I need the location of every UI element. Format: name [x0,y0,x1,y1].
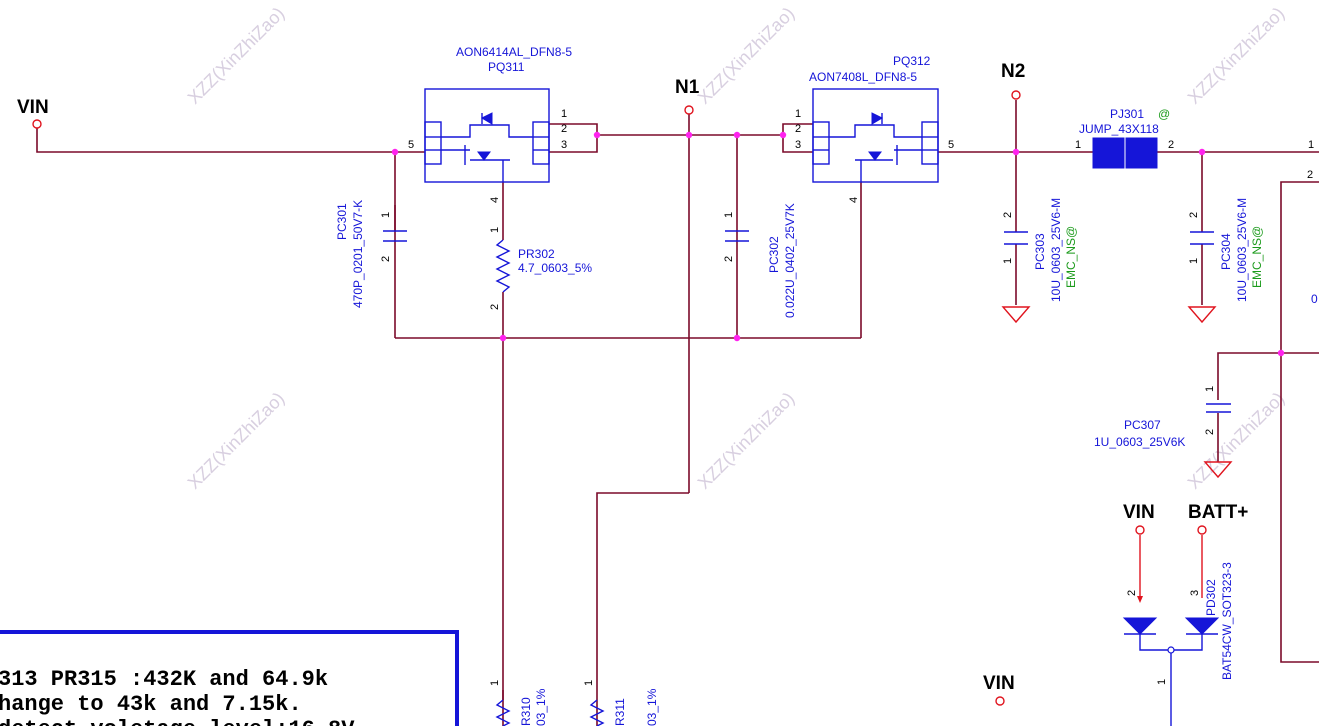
component-value: AON7408L_DFN8-5 [809,70,917,84]
vin-port-icon [995,696,1005,706]
pin-number: 4 [489,197,501,203]
capacitor-pc301: 1 2 PC301 470P_0201_50V7-K [335,200,407,308]
component-ref: R311 [613,698,627,726]
capacitor-pc307: 1 2 PC307 1U_0603_25V6K [1094,386,1233,479]
pin-number: 3 [561,139,567,151]
batt-port-icon [1197,525,1207,535]
right-edge-part: 1 2 0 [1307,139,1318,306]
vin-port-icon [1135,525,1145,535]
capacitor-pc302: 1 2 PC302 0.022U_0402_25V7K [723,203,797,318]
pin-number: 2 [1307,169,1313,181]
component-value: 03_1% [645,688,659,726]
pin-number: 1 [1002,258,1014,264]
pin-number: 1 [1188,258,1200,264]
net-label-vin: VIN [983,673,1015,694]
pin-number: 1 [1308,139,1314,151]
watermark: XZZ(XinZhiZao) [694,3,799,108]
component-note: EMC_NS@ [1250,226,1264,288]
component-value: 10U_0603_25V6-M [1049,198,1063,302]
component-ref: PC303 [1033,233,1047,270]
watermark: XZZ(XinZhiZao) [184,3,289,108]
pin-number: 1 [1204,386,1216,392]
component-note: EMC_NS@ [1064,226,1078,288]
net-label-vin: VIN [17,97,49,118]
pin-number: 3 [1189,590,1201,596]
pin-number: 2 [489,304,501,310]
resistor-pr310: 1 R310 03_1% [489,680,548,726]
n2-port-icon [1011,90,1021,100]
note-line: detect voletage level:16.8V [0,717,355,726]
pin-number: 1 [489,680,501,686]
component-ref: PC304 [1219,233,1233,270]
watermark: XZZ(XinZhiZao) [694,388,799,493]
pin-number: 2 [1168,139,1174,151]
pin-number: 2 [1204,429,1216,435]
jumper-pj301: 1 2 PJ301 @ JUMP_43X118 [1075,107,1174,169]
component-value: BAT54CW_SOT323-3 [1220,562,1234,680]
mosfet-pq312: 1 2 3 5 4 PQ312 AON7408L_DFN8-5 [795,54,954,203]
component-ref: PC307 [1124,418,1161,432]
component-ref: R310 [519,697,533,726]
pin-number: 1 [583,680,595,686]
note-line: 313 PR315 :432K and 64.9k [0,667,328,692]
component-value: 4.7_0603_5% [518,261,592,275]
pin-number: 5 [948,139,954,151]
component-ref: PQ312 [893,54,931,68]
pin-number: 5 [408,139,414,151]
pin-number: 2 [1188,212,1200,218]
pin-number: 1 [489,227,501,233]
n1-port-icon [684,105,694,115]
pin-number: 3 [795,139,801,151]
pin-number: 1 [1156,679,1168,685]
note-box: 313 PR315 :432K and 64.9k hange to 43k a… [0,630,459,726]
pin-number: 4 [848,197,860,203]
watermark-layer: XZZ(XinZhiZao) XZZ(XinZhiZao) XZZ(XinZhi… [184,3,1289,493]
pin-number: 2 [1002,212,1014,218]
pin-number: 2 [1126,590,1138,596]
pin-number: 1 [723,212,735,218]
component-value: 0.022U_0402_25V7K [783,203,797,318]
mosfet-pq311: 5 1 2 3 4 AON6414AL_DFN8-5 PQ311 [408,45,572,203]
net-label-vin: VIN [1123,502,1155,523]
pin-number: 1 [561,108,567,120]
component-value: AON6414AL_DFN8-5 [456,45,572,59]
watermark: XZZ(XinZhiZao) [1184,3,1289,108]
pin-number: 1 [1075,139,1081,151]
net-label-n1: N1 [675,77,700,98]
note-line: hange to 43k and 7.15k. [0,692,302,717]
pin-number: 1 [380,212,392,218]
capacitor-pc304: 2 1 PC304 10U_0603_25V6-M EMC_NS@ [1187,198,1264,324]
component-value: 470P_0201_50V7-K [351,200,365,308]
component-value: 03_1% [534,688,548,726]
resistor-pr302: 1 2 PR302 4.7_0603_5% [489,227,592,310]
capacitor-pc303: 2 1 PC303 10U_0603_25V6-M EMC_NS@ [1001,198,1078,324]
pin-number: 2 [380,256,392,262]
net-label-batt: BATT+ [1188,502,1248,523]
vin-port-icon [32,119,42,129]
pin-number: 2 [723,256,735,262]
component-ref: PQ311 [488,60,525,74]
junction-dots [391,131,1285,357]
component-ref: PD302 [1204,579,1218,616]
watermark: XZZ(XinZhiZao) [184,388,289,493]
component-ref: PR302 [518,247,555,261]
pin-number: 2 [561,123,567,135]
component-value: 0 [1311,292,1318,306]
component-ref: PC302 [767,236,781,273]
component-ref: PJ301 [1110,107,1144,121]
watermark: XZZ(XinZhiZao) [1184,388,1289,493]
net-labels: VIN N1 N2 VIN BATT+ VIN [17,61,1248,706]
component-value: 10U_0603_25V6-M [1235,198,1249,302]
component-ref: PC301 [335,203,349,240]
pin-number: 1 [795,108,801,120]
component-note: @ [1158,107,1170,121]
diode-pd302: 2 3 1 PD302 BAT54CW_SOT323-3 [1122,535,1234,726]
pin-number: 2 [795,123,801,135]
component-value: 1U_0603_25V6K [1094,435,1185,449]
net-label-n2: N2 [1001,61,1025,82]
resistor-pr311: 1 R311 03_1% [583,680,659,726]
component-value: JUMP_43X118 [1079,122,1159,136]
